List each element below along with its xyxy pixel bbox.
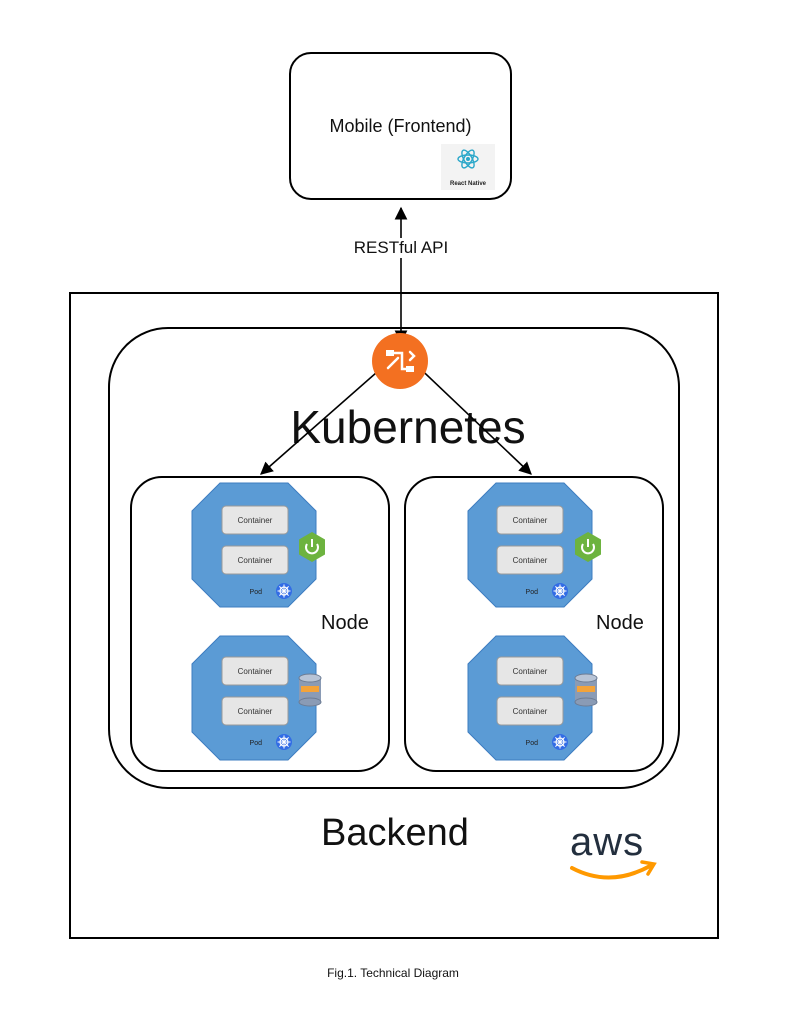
spring-boot-icon bbox=[575, 532, 601, 562]
node-1 bbox=[130, 476, 390, 772]
spring-boot-icon bbox=[299, 532, 325, 562]
figure-caption: Fig.1. Technical Diagram bbox=[327, 966, 459, 980]
aws-wordmark: aws bbox=[570, 820, 645, 864]
pod-label: Pod bbox=[526, 589, 539, 596]
container-box: Container bbox=[496, 696, 564, 726]
container-label: Container bbox=[238, 556, 273, 565]
node-2-label: Node bbox=[596, 612, 644, 634]
lb-to-node-2-connector bbox=[408, 357, 532, 475]
mobile-title: Mobile (Frontend) bbox=[329, 116, 472, 136]
react-native-logo: React Native bbox=[441, 144, 495, 190]
container-box: Container bbox=[496, 656, 564, 686]
pod-label: Pod bbox=[250, 740, 263, 747]
aws-smile-icon bbox=[570, 864, 652, 880]
container-label: Container bbox=[238, 707, 273, 716]
container-label: Container bbox=[238, 516, 273, 525]
kubernetes-icon bbox=[551, 733, 569, 751]
container-label: Container bbox=[513, 667, 548, 676]
kubernetes-cluster bbox=[108, 327, 680, 789]
node-1-label: Node bbox=[321, 612, 369, 634]
container-box: Container bbox=[221, 696, 289, 726]
restful-api-label: RESTful API bbox=[340, 238, 462, 258]
react-native-label: React Native bbox=[449, 181, 487, 187]
lb-to-node-1-connector bbox=[260, 357, 394, 475]
container-box: Container bbox=[221, 656, 289, 686]
backend-title: Backend bbox=[321, 812, 469, 854]
kubernetes-icon bbox=[551, 582, 569, 600]
container-box: Container bbox=[496, 545, 564, 575]
container-label: Container bbox=[513, 556, 548, 565]
aws-logo: aws bbox=[570, 820, 660, 890]
backend-box bbox=[69, 292, 719, 939]
container-label: Container bbox=[238, 667, 273, 676]
container-box: Container bbox=[221, 545, 289, 575]
react-icon bbox=[457, 149, 479, 169]
kubernetes-icon bbox=[275, 582, 293, 600]
container-box: Container bbox=[496, 505, 564, 535]
mobile-frontend-box: Mobile (Frontend) React Native bbox=[289, 52, 512, 200]
load-balancer-icon bbox=[372, 333, 428, 389]
mysql-icon bbox=[574, 673, 598, 707]
pod-label: Pod bbox=[250, 589, 263, 596]
mysql-icon bbox=[298, 673, 322, 707]
container-label: Container bbox=[513, 516, 548, 525]
container-box: Container bbox=[221, 505, 289, 535]
node-2 bbox=[404, 476, 664, 772]
container-label: Container bbox=[513, 707, 548, 716]
kubernetes-icon bbox=[275, 733, 293, 751]
pod-label: Pod bbox=[526, 740, 539, 747]
